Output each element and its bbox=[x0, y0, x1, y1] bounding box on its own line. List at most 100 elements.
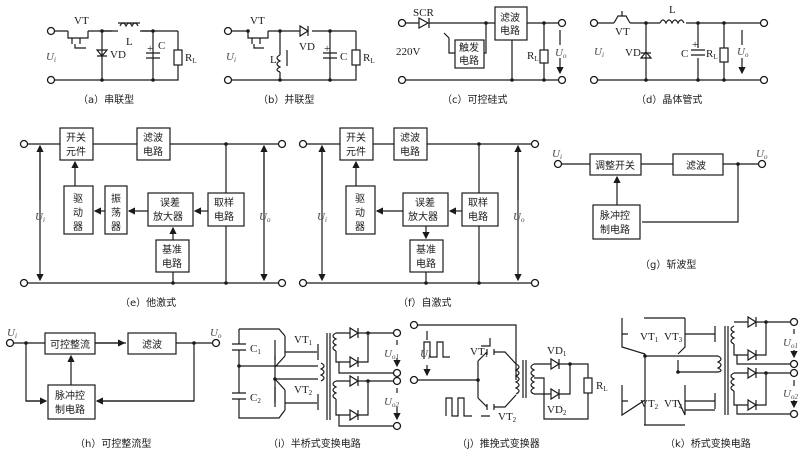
svg-text:荡: 荡 bbox=[111, 207, 121, 219]
label-l: L bbox=[126, 36, 133, 48]
load-resistor-icon bbox=[539, 49, 549, 64]
label-uo: Uo bbox=[259, 211, 271, 224]
input-terminal bbox=[46, 75, 56, 85]
filter-circuit-box bbox=[494, 6, 528, 41]
label-uo: Uo bbox=[513, 211, 525, 224]
trigger-circuit-box bbox=[454, 39, 485, 69]
filter-circuit-box bbox=[393, 127, 428, 161]
svg-text:制电路: 制电路 bbox=[55, 403, 85, 416]
svg-text:放大器: 放大器 bbox=[153, 210, 183, 223]
transformer-core-icon bbox=[522, 360, 527, 398]
driver-box bbox=[63, 185, 94, 235]
vt-transistor-icon bbox=[613, 11, 631, 24]
label-rl: RL bbox=[596, 380, 608, 393]
label-ui: Ui bbox=[317, 211, 327, 224]
svg-text:基准: 基准 bbox=[416, 243, 436, 256]
label-ui: Ui bbox=[7, 327, 17, 340]
scr-thyristor-icon bbox=[418, 16, 430, 30]
svg-text:振: 振 bbox=[111, 192, 121, 205]
caption-d: （d）晶体管式 bbox=[636, 93, 702, 106]
caption-j: （j）推挽式变换器 bbox=[457, 437, 540, 450]
transformer-core-icon bbox=[326, 333, 331, 420]
label-vt1: VT1 bbox=[294, 334, 313, 347]
svg-text:调整开关: 调整开关 bbox=[595, 159, 635, 172]
label-rl: RL bbox=[527, 50, 539, 63]
label-uo2: Uo2 bbox=[783, 388, 798, 401]
svg-text:器: 器 bbox=[111, 221, 121, 233]
caption-b: （b）并联型 bbox=[258, 93, 314, 106]
capacitor-icon bbox=[691, 49, 705, 56]
svg-text:放大器: 放大器 bbox=[408, 210, 438, 223]
switch-element-box bbox=[339, 127, 374, 161]
svg-text:电路: 电路 bbox=[468, 210, 488, 223]
label-vt1: VT1 bbox=[640, 331, 659, 344]
svg-text:误差: 误差 bbox=[160, 196, 180, 209]
sampling-circuit-box bbox=[207, 192, 245, 227]
label-uo: Uo bbox=[737, 46, 749, 59]
svg-text:元件: 元件 bbox=[346, 146, 366, 158]
label-vt2: VT2 bbox=[640, 398, 659, 411]
svg-text:电路: 电路 bbox=[162, 257, 182, 270]
label-vt1: VT1 bbox=[470, 346, 489, 359]
sampling-circuit-box bbox=[461, 192, 499, 227]
label-uo1: Uo1 bbox=[384, 348, 399, 361]
figure-a-series-type: VT VD L C + RL Ui （a）串联型 bbox=[46, 15, 197, 106]
label-uo: Uo bbox=[555, 47, 567, 60]
inductor-icon bbox=[276, 54, 282, 73]
svg-text:电路: 电路 bbox=[214, 210, 234, 223]
figure-g-chopper-type: 调整开关 滤波 脉冲控 制电路 Ui Uo （g）斩波型 bbox=[552, 148, 768, 271]
svg-text:器: 器 bbox=[73, 221, 83, 233]
capacitor-icon bbox=[232, 343, 246, 400]
svg-text:滤波: 滤波 bbox=[686, 159, 706, 172]
input-terminal bbox=[46, 26, 56, 36]
primary-winding-icon bbox=[319, 362, 325, 382]
svg-text:电路: 电路 bbox=[459, 54, 479, 67]
label-c: C bbox=[340, 51, 347, 63]
svg-text:基准: 基准 bbox=[162, 243, 182, 256]
figure-k-full-bridge-converter: VT1 VT3 VT2 VT4 Uo1 Uo2 （k）桥式变换电路 bbox=[621, 315, 798, 450]
label-uo2: Uo2 bbox=[384, 396, 399, 409]
diode-vd-icon bbox=[95, 49, 109, 57]
svg-text:驱: 驱 bbox=[355, 193, 365, 205]
load-resistor-icon bbox=[583, 377, 593, 394]
pulse-control-box bbox=[592, 204, 641, 240]
caption-g: （g）斩波型 bbox=[640, 258, 696, 271]
label-l: L bbox=[270, 54, 277, 66]
vt-mosfet-icon bbox=[247, 31, 269, 49]
label-uo: Uo bbox=[756, 148, 768, 161]
label-vt: VT bbox=[74, 15, 89, 27]
svg-text:电路: 电路 bbox=[500, 24, 520, 37]
switch-element-box bbox=[59, 127, 94, 161]
caption-i: （i）半桥式变换电路 bbox=[268, 437, 361, 450]
svg-text:电路: 电路 bbox=[400, 145, 420, 158]
label-220v: 220V bbox=[396, 46, 421, 58]
driver-box bbox=[345, 185, 376, 235]
reference-circuit-box bbox=[409, 239, 444, 273]
svg-text:+: + bbox=[692, 39, 698, 51]
vt-mosfet-icon bbox=[67, 31, 89, 49]
caption-e: （e）他激式 bbox=[120, 296, 176, 309]
inductor-icon bbox=[659, 19, 685, 25]
svg-text:制电路: 制电路 bbox=[600, 223, 630, 236]
figure-e-separately-excited: 开关 元件 滤波 电路 驱 动 器 振 荡 器 误差 放大器 取样 电路 基准 … bbox=[19, 127, 287, 309]
svg-text:滤波: 滤波 bbox=[142, 338, 162, 351]
figure-b-parallel-type: VT VD L C + RL Ui （b）并联型 bbox=[223, 15, 375, 106]
svg-text:电路: 电路 bbox=[416, 257, 436, 270]
svg-text:+: + bbox=[324, 43, 330, 55]
label-vt: VT bbox=[250, 15, 265, 27]
svg-text:取样: 取样 bbox=[468, 196, 488, 209]
label-vt2: VT2 bbox=[294, 384, 313, 397]
diode-vd-icon bbox=[299, 24, 310, 38]
svg-text:器: 器 bbox=[355, 221, 365, 233]
caption-f: （f）自激式 bbox=[398, 296, 452, 309]
svg-text:元件: 元件 bbox=[66, 146, 86, 158]
label-l: L bbox=[669, 4, 676, 16]
label-vd2: VD2 bbox=[547, 404, 567, 417]
rectifier-diodes-icon bbox=[747, 315, 758, 412]
figure-j-push-pull-converter: VT1 VT2 VD1 VD2 RL Ui （j）推挽式变换器 bbox=[409, 320, 608, 450]
caption-c: （c）可控硅式 bbox=[442, 93, 508, 106]
transformer-core-icon bbox=[724, 326, 729, 415]
label-vd1: VD1 bbox=[547, 345, 567, 358]
reference-circuit-box bbox=[155, 239, 190, 273]
